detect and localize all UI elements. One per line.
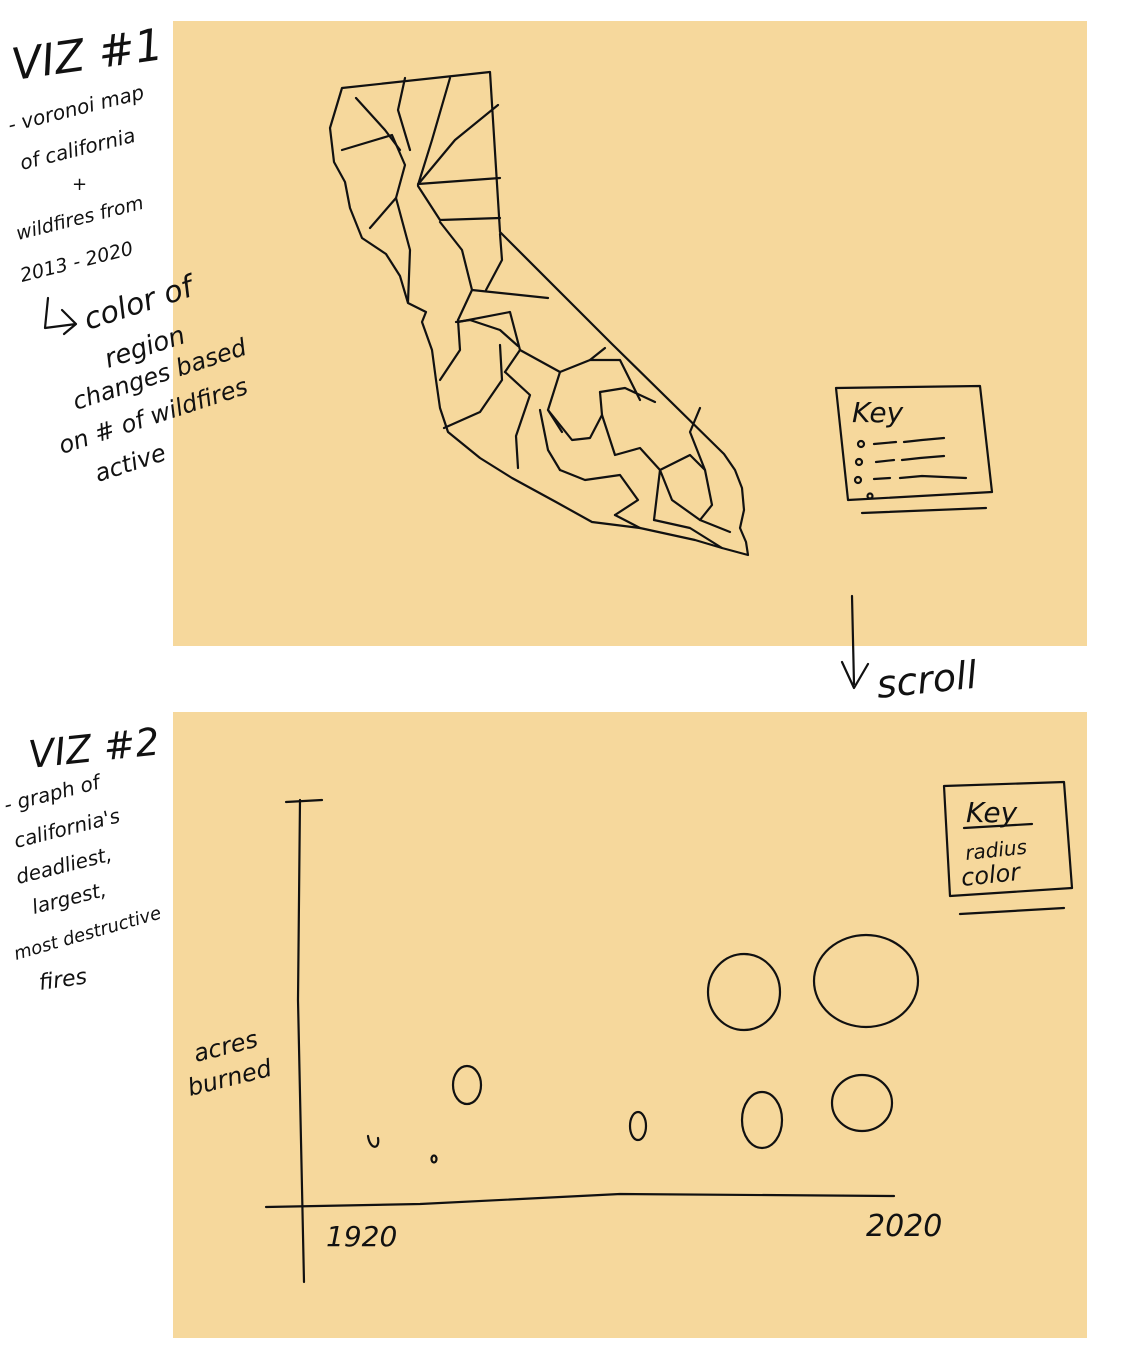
viz1-heading: VIZ #1 bbox=[8, 19, 166, 91]
voronoi-line bbox=[456, 310, 522, 374]
viz1-note-line: + bbox=[72, 174, 87, 195]
voronoi-line bbox=[652, 518, 724, 550]
viz2-key-title-underline bbox=[962, 822, 1034, 830]
voronoi-line bbox=[503, 370, 532, 470]
voronoi-line bbox=[454, 318, 520, 348]
voronoi-line bbox=[484, 232, 504, 292]
voronoi-line bbox=[438, 220, 474, 322]
voronoi-line bbox=[396, 76, 412, 152]
x-axis bbox=[264, 1192, 896, 1209]
voronoi-line bbox=[442, 343, 504, 430]
key-circle-icon bbox=[866, 492, 874, 500]
voronoi-line bbox=[416, 76, 452, 187]
voronoi-line bbox=[354, 96, 402, 152]
voronoi-line bbox=[613, 513, 642, 530]
viz2-annotations: VIZ #2 - graph of california's deadliest… bbox=[1, 719, 163, 995]
voronoi-line bbox=[546, 370, 564, 434]
viz1-note-line: wildfires from bbox=[14, 192, 146, 245]
voronoi-line bbox=[470, 288, 550, 300]
voronoi-line bbox=[600, 413, 662, 522]
viz2-axes: 1920 2020 acres burned bbox=[185, 798, 942, 1284]
viz2-key: Key radius color bbox=[942, 780, 1074, 916]
bubble bbox=[451, 1064, 483, 1106]
key-underline bbox=[860, 506, 988, 515]
viz1-key: Key bbox=[834, 384, 994, 515]
voronoi-line bbox=[546, 390, 604, 442]
x-axis-start-label: 1920 bbox=[326, 1220, 397, 1253]
voronoi-line bbox=[538, 408, 562, 472]
viz1-note-line: color of bbox=[80, 268, 202, 337]
bubble bbox=[366, 1134, 380, 1148]
voronoi-line bbox=[518, 346, 607, 374]
california-outline bbox=[328, 70, 750, 557]
viz2-key-title: Key bbox=[966, 796, 1018, 829]
voronoi-line bbox=[558, 468, 640, 517]
bubble bbox=[812, 933, 920, 1029]
voronoi-line bbox=[658, 453, 707, 472]
viz1-annotations: VIZ #1 - voronoi map of california + wil… bbox=[5, 19, 251, 487]
key-entry-line bbox=[872, 436, 946, 446]
viz2-note-line: largest, bbox=[29, 877, 108, 919]
voronoi-line bbox=[598, 386, 657, 404]
viz1-panel bbox=[173, 21, 1087, 646]
bubble bbox=[740, 1090, 784, 1150]
voronoi-line bbox=[416, 176, 502, 186]
viz1-note-line: 2013 - 2020 bbox=[18, 238, 136, 287]
viz2-heading: VIZ #2 bbox=[26, 719, 161, 776]
scroll-label: scroll bbox=[874, 653, 979, 707]
viz2-panel bbox=[173, 712, 1087, 1338]
key-circle-icon bbox=[856, 439, 866, 449]
x-axis-end-label: 2020 bbox=[866, 1209, 942, 1244]
voronoi-line bbox=[340, 133, 407, 230]
voronoi-line bbox=[394, 196, 412, 304]
y-axis-tick bbox=[284, 798, 324, 804]
arrow-icon bbox=[43, 296, 78, 336]
voronoi-line bbox=[438, 318, 462, 382]
key-underline bbox=[958, 906, 1066, 916]
voronoi-line bbox=[416, 184, 502, 222]
bubble bbox=[628, 1110, 648, 1142]
viz1-key-box bbox=[834, 384, 994, 502]
scroll-indicator: scroll bbox=[840, 594, 980, 707]
viz2-key-box bbox=[942, 780, 1074, 898]
california-voronoi-map bbox=[328, 70, 750, 557]
viz2-bubbles bbox=[366, 933, 920, 1164]
key-circle-icon bbox=[853, 475, 863, 485]
bubble bbox=[706, 952, 782, 1032]
scroll-arrow-icon bbox=[840, 594, 870, 690]
y-axis bbox=[296, 798, 306, 1284]
key-circle-icon bbox=[854, 457, 864, 467]
voronoi-line bbox=[688, 406, 714, 522]
viz2-note-line: fires bbox=[37, 964, 88, 995]
bubble bbox=[430, 1154, 438, 1164]
voronoi-line bbox=[588, 358, 642, 402]
voronoi-line bbox=[658, 468, 732, 534]
key-entry-line bbox=[874, 454, 946, 464]
viz1-key-title: Key bbox=[852, 396, 904, 429]
viz2-key-line: color bbox=[960, 858, 1024, 892]
voronoi-line bbox=[418, 103, 500, 184]
key-entry-line bbox=[872, 474, 968, 481]
bubble bbox=[830, 1073, 894, 1133]
